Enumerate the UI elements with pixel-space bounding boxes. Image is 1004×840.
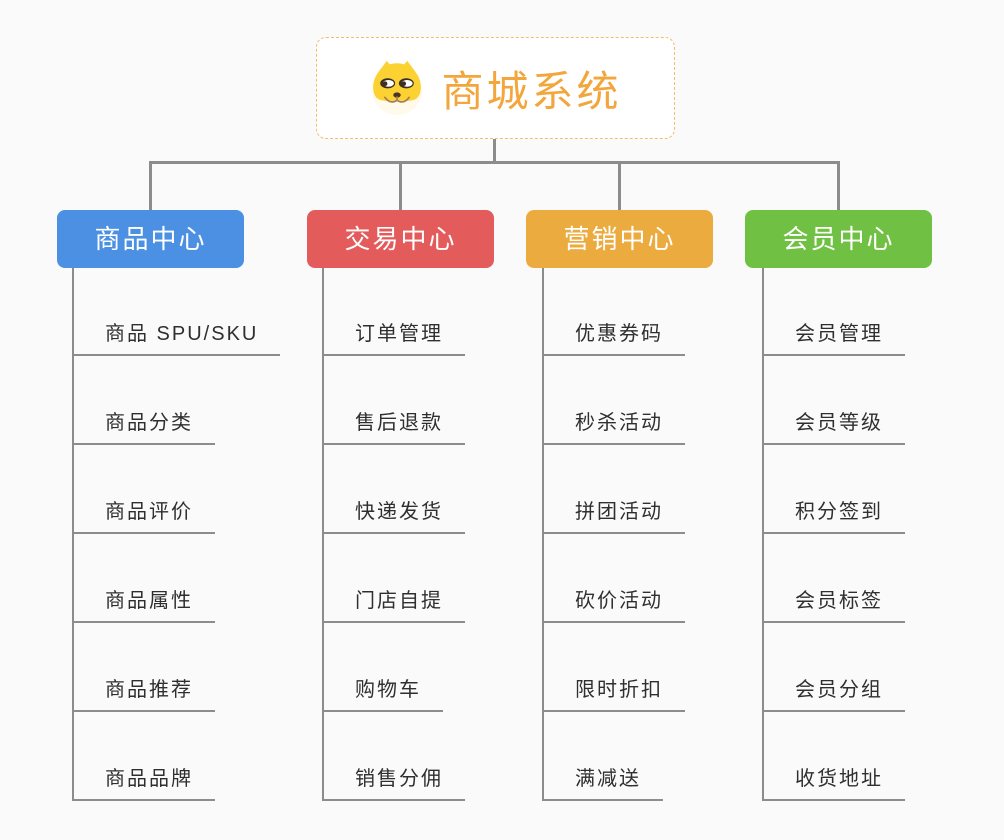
child-node-points-checkin[interactable]: 积分签到 <box>762 500 905 534</box>
connector-drop-marketing <box>618 161 621 210</box>
child-node-product-category[interactable]: 商品分类 <box>72 411 215 445</box>
child-node-member-group[interactable]: 会员分组 <box>762 678 905 712</box>
child-node-group-buy[interactable]: 拼团活动 <box>542 500 685 534</box>
root-node-mall-system[interactable]: 商城系统 <box>316 37 675 139</box>
child-node-member-level[interactable]: 会员等级 <box>762 411 905 445</box>
child-node-after-sale-refund[interactable]: 售后退款 <box>322 411 465 445</box>
branch-node-trade-center[interactable]: 交易中心 <box>307 210 494 268</box>
root-node-title: 商城系统 <box>441 67 622 115</box>
child-node-full-reduction[interactable]: 满减送 <box>542 767 663 801</box>
connector-drop-member <box>837 161 840 210</box>
child-node-product-recommend[interactable]: 商品推荐 <box>72 678 215 712</box>
connector-horizontal-bar <box>149 161 840 164</box>
child-node-product-spu-sku[interactable]: 商品 SPU/SKU <box>72 322 281 356</box>
child-node-member-tag[interactable]: 会员标签 <box>762 589 905 623</box>
child-node-shopping-cart[interactable]: 购物车 <box>322 678 443 712</box>
child-node-limited-discount[interactable]: 限时折扣 <box>542 678 685 712</box>
connector-drop-trade <box>399 161 402 210</box>
branch-node-member-center[interactable]: 会员中心 <box>745 210 932 268</box>
child-node-bargain-activity[interactable]: 砍价活动 <box>542 589 685 623</box>
connector-drop-product <box>149 161 152 210</box>
connector-root-stub <box>493 139 496 163</box>
child-node-store-pickup[interactable]: 门店自提 <box>322 589 465 623</box>
child-node-product-brand[interactable]: 商品品牌 <box>72 767 215 801</box>
branch-node-marketing-center[interactable]: 营销中心 <box>526 210 713 268</box>
child-node-flash-sale[interactable]: 秒杀活动 <box>542 411 685 445</box>
child-node-coupon-code[interactable]: 优惠券码 <box>542 322 685 356</box>
child-node-shipping-address[interactable]: 收货地址 <box>762 767 905 801</box>
child-node-order-management[interactable]: 订单管理 <box>322 322 465 356</box>
child-node-sales-commission[interactable]: 销售分佣 <box>322 767 465 801</box>
branch-node-product-center[interactable]: 商品中心 <box>57 210 244 268</box>
child-node-member-management[interactable]: 会员管理 <box>762 322 905 356</box>
doge-icon <box>372 60 423 116</box>
child-node-express-delivery[interactable]: 快递发货 <box>322 500 465 534</box>
child-node-product-attribute[interactable]: 商品属性 <box>72 589 215 623</box>
child-node-product-review[interactable]: 商品评价 <box>72 500 215 534</box>
